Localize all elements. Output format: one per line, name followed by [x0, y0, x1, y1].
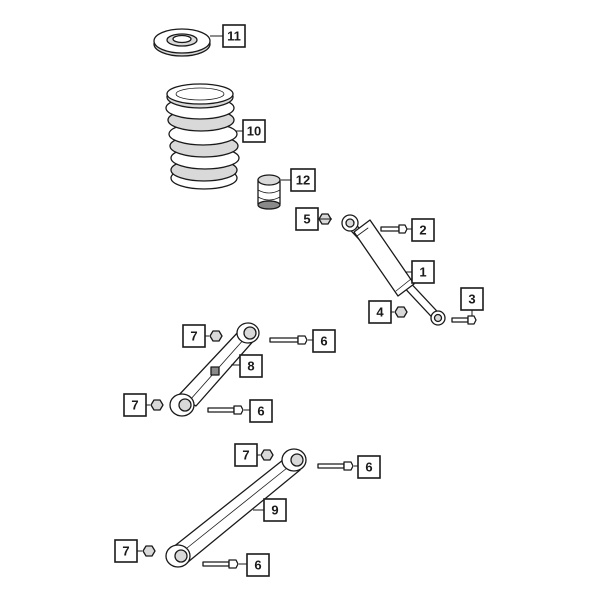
bolt-part-2: [380, 224, 408, 234]
callout-1: 1: [411, 260, 435, 284]
callout-9-label: 9: [271, 503, 278, 518]
callout-7d-label: 7: [122, 544, 129, 559]
callout-4: 4: [368, 300, 392, 324]
callout-7-lower-arm-bottom: 7: [114, 539, 138, 563]
callout-11: 11: [222, 24, 246, 48]
callout-12-label: 12: [296, 173, 310, 188]
callout-3-label: 3: [468, 292, 475, 307]
callout-9: 9: [263, 498, 287, 522]
callout-7b-label: 7: [131, 398, 138, 413]
lower-control-arm-part-9: [165, 448, 307, 568]
callout-6-upper-arm-top: 6: [312, 329, 336, 353]
nut-part-7b: [150, 399, 164, 411]
callout-12: 12: [290, 168, 316, 192]
callout-10-label: 10: [247, 124, 261, 139]
callout-1-label: 1: [419, 265, 426, 280]
bolt-part-3: [451, 315, 477, 325]
callout-7a-label: 7: [190, 329, 197, 344]
nut-part-7d: [142, 545, 156, 557]
callout-6c-label: 6: [365, 460, 372, 475]
coil-spring-part-10: [165, 83, 240, 190]
callout-11-label: 11: [227, 29, 241, 44]
callout-5-label: 5: [303, 212, 310, 227]
callout-10: 10: [242, 119, 266, 143]
callout-6d-label: 6: [254, 558, 261, 573]
bolt-part-6a: [269, 335, 308, 345]
callout-7-lower-arm-top: 7: [234, 443, 258, 467]
callout-7-upper-arm-bottom: 7: [123, 393, 147, 417]
callout-2-label: 2: [419, 223, 426, 238]
callout-3: 3: [460, 287, 484, 311]
bolt-part-6d: [202, 559, 239, 569]
upper-control-arm-part-8: [169, 322, 260, 417]
callout-6-lower-arm-top: 6: [357, 455, 381, 479]
callout-5: 5: [295, 207, 319, 231]
nut-part-4: [394, 306, 408, 318]
callout-7c-label: 7: [242, 448, 249, 463]
callout-2: 2: [411, 218, 435, 242]
callout-6-upper-arm-bottom: 6: [249, 399, 273, 423]
callout-4-label: 4: [376, 305, 384, 320]
callout-6b-label: 6: [257, 404, 264, 419]
shock-absorber-part-1: [341, 214, 446, 326]
bolt-part-6b: [207, 405, 244, 415]
callout-8: 8: [239, 354, 263, 378]
jounce-bumper-part-12: [257, 174, 281, 210]
leader-lines: [137, 35, 473, 565]
callout-8-label: 8: [247, 359, 254, 374]
nut-part-7c: [260, 449, 274, 461]
callout-6a-label: 6: [320, 334, 327, 349]
callout-7-upper-arm-top: 7: [182, 324, 206, 348]
nut-part-7a: [209, 330, 223, 342]
spring-isolator-part-11: [153, 28, 211, 57]
callout-6-lower-arm-bottom: 6: [246, 553, 270, 577]
bolt-part-6c: [317, 461, 354, 471]
